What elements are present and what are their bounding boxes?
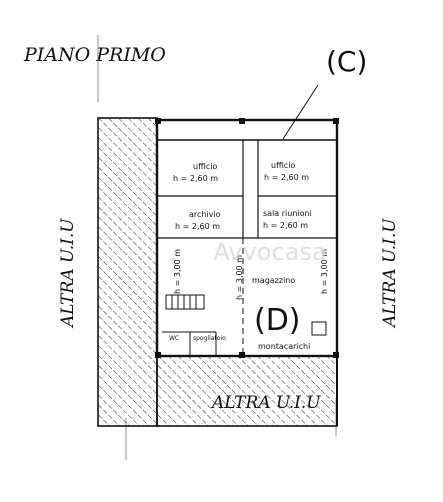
stair-symbol [165,294,205,310]
column-bottom-right [333,352,339,358]
hatched-area-bottom [156,355,338,427]
label-ufficio-1: ufficio [193,162,217,171]
column-top-right [333,118,339,124]
neighbor-label-bottom: ALTRA U.I.U [210,393,321,413]
neighbor-label-right: ALTRA U.I.U [380,218,400,329]
label-archivio-height: h = 2,60 m [175,222,220,231]
section-marker-c: (C) [326,45,367,78]
label-ufficio-1-height: h = 2,60 m [173,174,218,183]
section-leader-line [282,84,319,140]
unit-marker-d: (D) [254,303,301,338]
neighbor-label-left: ALTRA U.I.U [58,218,78,329]
height-label-middle: h = 3,00 m [235,255,244,300]
label-sala-riunioni-height: h = 2,60 m [263,221,308,230]
height-label-right: h = 3,00 m [320,249,329,294]
column-bottom-left [155,352,161,358]
plan-title: PIANO PRIMO [23,44,166,66]
column-top-left [155,118,161,124]
label-wc: WC [169,335,179,342]
label-archivio: archivio [189,210,221,219]
height-label-left: h = 3,00 m [173,249,182,294]
label-sala-riunioni: sala riunioni [263,209,312,218]
label-ufficio-2: ufficio [271,161,295,170]
column-top-middle [239,118,245,124]
label-ufficio-2-height: h = 2,60 m [264,173,309,182]
watermark: Avvocasa [213,238,326,266]
label-magazzino: magazzino [252,276,295,285]
label-spogliatoio: spogliatoio [193,335,226,342]
montacarichi-box [311,321,327,336]
label-montacarichi: montacarichi [258,342,310,351]
hatched-area-left [97,117,158,427]
column-bottom-middle [239,352,245,358]
